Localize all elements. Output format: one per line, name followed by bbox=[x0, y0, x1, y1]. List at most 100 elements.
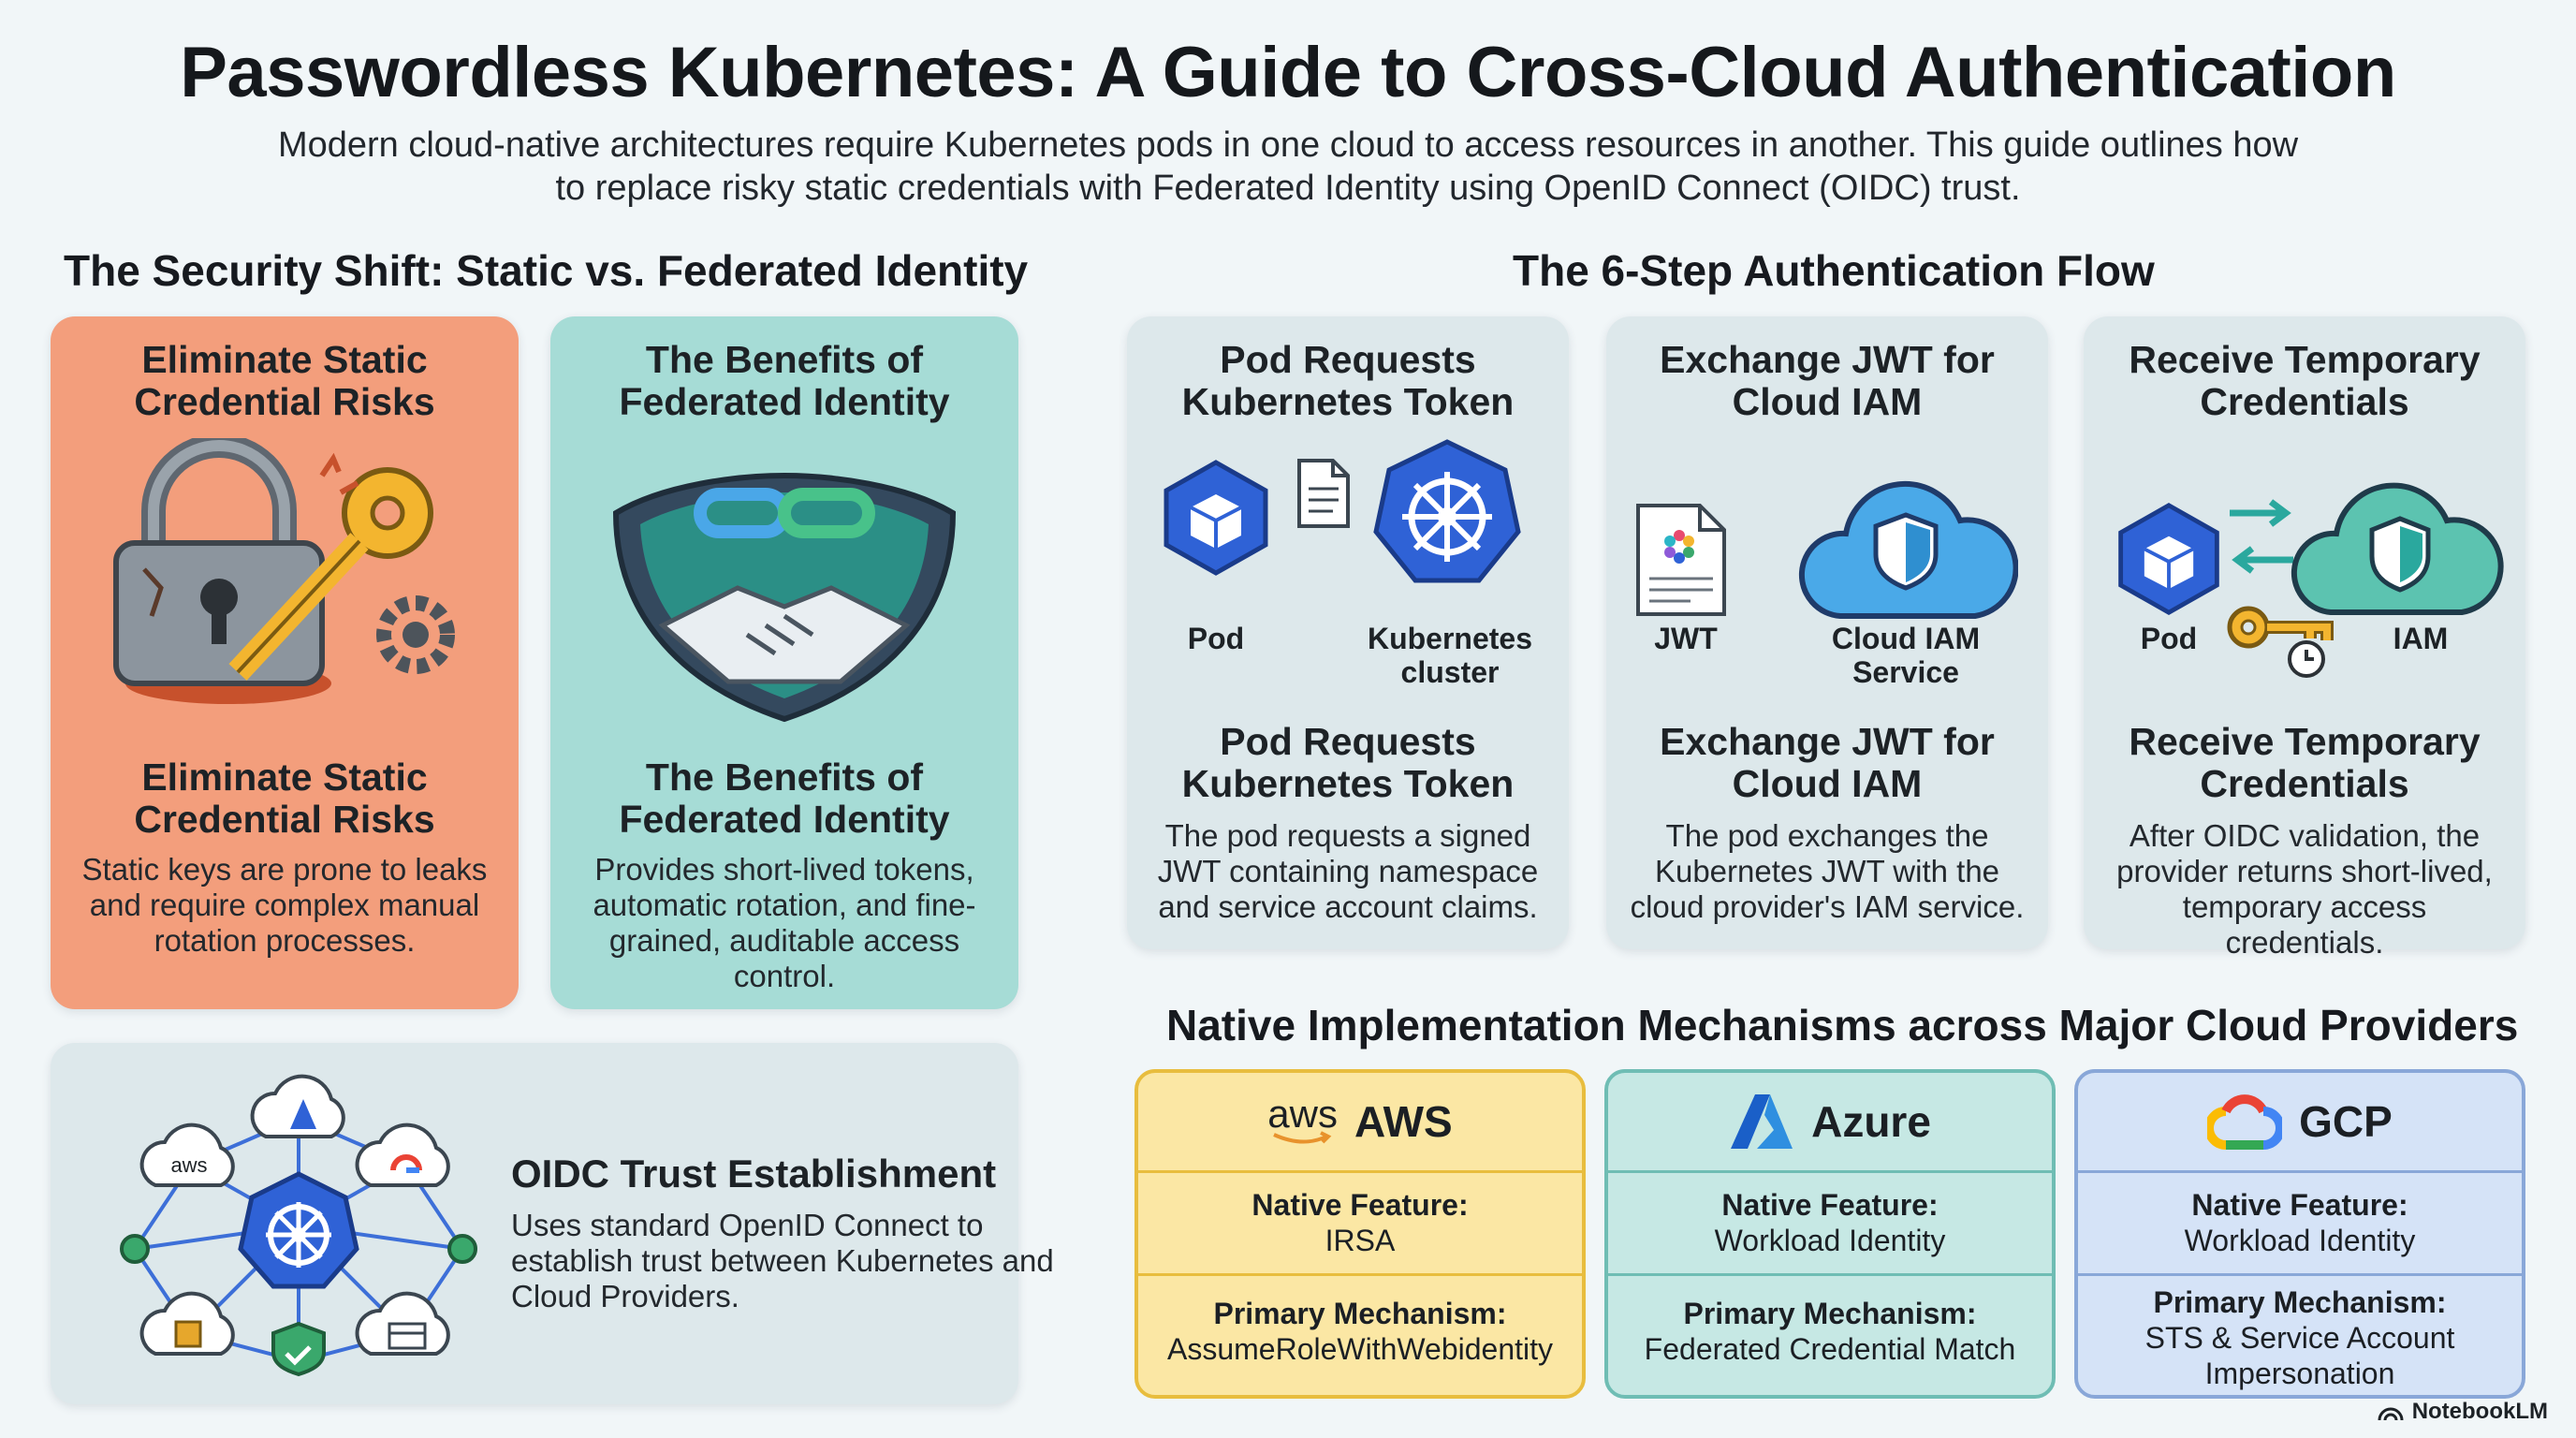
pod-icon bbox=[1164, 460, 1268, 576]
kubernetes-cluster-icon bbox=[1373, 439, 1521, 583]
step-2-title: Exchange JWT for Cloud IAM bbox=[1606, 339, 2048, 423]
azure-mechanism-label: Primary Mechanism: bbox=[1683, 1297, 1977, 1330]
azure-mechanism: Primary Mechanism: Federated Credential … bbox=[1608, 1296, 2052, 1367]
step-3-label-iam: IAM bbox=[2393, 622, 2449, 655]
federated-card-title-line2: Federated Identity bbox=[619, 380, 950, 423]
gcp-feature: Native Feature: Workload Identity bbox=[2078, 1187, 2522, 1258]
security-shift-heading: The Security Shift: Static vs. Federated… bbox=[64, 246, 1029, 295]
gcp-logo-icon bbox=[2207, 1094, 2283, 1150]
step-1-title: Pod Requests Kubernetes Token bbox=[1127, 339, 1569, 423]
step-3-title: Receive Temporary Credentials bbox=[2084, 339, 2525, 423]
providers-heading: Native Implementation Mechanisms across … bbox=[1166, 1001, 2519, 1049]
step-1-label-cluster: Kubernetes cluster bbox=[1361, 622, 1539, 689]
azure-name: Azure bbox=[1811, 1097, 1931, 1146]
federated-identity-card: The Benefits of Federated Identity The B… bbox=[550, 316, 1018, 1009]
aws-divider-1 bbox=[1138, 1170, 1582, 1173]
flow-step-1-card: Pod Requests Kubernetes Token Pod Kubern… bbox=[1127, 316, 1569, 949]
step-1-label-pod: Pod bbox=[1187, 622, 1245, 655]
aws-logo-icon: aws bbox=[1267, 1094, 1338, 1146]
gcp-mechanism: Primary Mechanism: STS & Service Account… bbox=[2078, 1284, 2522, 1391]
storage-cloud-icon bbox=[139, 1291, 235, 1356]
static-card-body-title-line2: Credential Risks bbox=[134, 798, 435, 841]
step-2-body-title-line2: Cloud IAM bbox=[1732, 762, 1923, 805]
oidc-aws-label: aws bbox=[170, 1153, 207, 1177]
provider-card-gcp: GCP Native Feature: Workload Identity Pr… bbox=[2074, 1069, 2525, 1399]
federated-card-body-title: The Benefits of Federated Identity bbox=[550, 756, 1018, 841]
gcp-feature-label: Native Feature: bbox=[2191, 1188, 2408, 1222]
azure-mechanism-value: Federated Credential Match bbox=[1644, 1332, 2016, 1366]
broken-lock-key-icon bbox=[113, 438, 455, 704]
gcp-divider-2 bbox=[2078, 1273, 2522, 1276]
aws-mechanism-label: Primary Mechanism: bbox=[1213, 1297, 1507, 1330]
oidc-card-title: OIDC Trust Establishment bbox=[511, 1152, 997, 1196]
step-2-label-iam-line2: Service bbox=[1852, 655, 1959, 689]
aws-feature-label: Native Feature: bbox=[1251, 1188, 1469, 1222]
step-3-body-title: Receive Temporary Credentials bbox=[2084, 721, 2525, 805]
step-2-label-iam: Cloud IAM Service bbox=[1812, 622, 1999, 689]
aws-cloud-icon: aws bbox=[139, 1123, 235, 1187]
subtitle-line-1: Modern cloud-native architectures requir… bbox=[277, 125, 2299, 165]
aws-mechanism: Primary Mechanism: AssumeRoleWithWebiden… bbox=[1138, 1296, 1582, 1367]
oidc-trust-card: aws bbox=[51, 1043, 1054, 1404]
pod-icon bbox=[2118, 503, 2219, 615]
gcp-mechanism-label: Primary Mechanism: bbox=[2153, 1285, 2447, 1319]
federated-card-title: The Benefits of Federated Identity bbox=[550, 339, 1018, 423]
azure-logo-icon bbox=[1731, 1094, 1793, 1149]
step-2-text: The pod exchanges the Kubernetes JWT wit… bbox=[1630, 818, 2025, 924]
static-card-body-title: Eliminate Static Credential Risks bbox=[51, 756, 519, 841]
static-card-title-line2: Credential Risks bbox=[134, 380, 435, 423]
static-credentials-card: Eliminate Static Credential Risks Elimin… bbox=[51, 316, 519, 1009]
notebooklm-logo-icon bbox=[2378, 1407, 2404, 1421]
brand-text: NotebookLM bbox=[2411, 1399, 2548, 1424]
static-card-title: Eliminate Static Credential Risks bbox=[51, 339, 519, 423]
azure-divider-2 bbox=[1608, 1273, 2052, 1276]
gcp-name: GCP bbox=[2299, 1097, 2393, 1146]
step-1-label-cluster-line2: cluster bbox=[1400, 655, 1500, 689]
step-2-label-iam-line1: Cloud IAM bbox=[1831, 622, 1981, 655]
gcp-cloud-icon bbox=[355, 1123, 450, 1187]
step-1-label-cluster-line1: Kubernetes bbox=[1367, 622, 1533, 655]
aws-feature: Native Feature: IRSA bbox=[1138, 1187, 1582, 1258]
key-clock-icon bbox=[2227, 606, 2334, 678]
step-2-body-title-line1: Exchange JWT for bbox=[1660, 720, 1995, 763]
aws-name: AWS bbox=[1354, 1097, 1453, 1146]
step-2-title-line1: Exchange JWT for bbox=[1660, 338, 1995, 381]
notebooklm-brand: NotebookLM bbox=[2377, 1399, 2548, 1425]
federated-card-body-title-line1: The Benefits of bbox=[645, 756, 924, 799]
aws-divider-2 bbox=[1138, 1273, 1582, 1276]
jwt-document-icon bbox=[1636, 504, 1726, 616]
federated-card-title-line1: The Benefits of bbox=[645, 338, 924, 381]
provider-card-aws: aws AWS Native Feature: IRSA Primary Mec… bbox=[1134, 1069, 1586, 1399]
step-1-text: The pod requests a signed JWT containing… bbox=[1157, 818, 1539, 924]
provider-card-azure: Azure Native Feature: Workload Identity … bbox=[1604, 1069, 2056, 1399]
oidc-card-text: Uses standard OpenID Connect to establis… bbox=[511, 1208, 1054, 1313]
kubernetes-hub-icon bbox=[238, 1171, 359, 1289]
page-subtitle: Modern cloud-native architectures requir… bbox=[187, 124, 2389, 210]
gcp-mechanism-value: STS & Service Account Impersonation bbox=[2144, 1321, 2455, 1390]
aws-header: aws AWS bbox=[1138, 1073, 1582, 1170]
step-3-title-line2: Credentials bbox=[2200, 380, 2409, 423]
flow-step-2-card: Exchange JWT for Cloud IAM JWT Cloud IAM… bbox=[1606, 316, 2048, 949]
federated-card-text: Provides short-lived tokens, automatic r… bbox=[593, 852, 976, 993]
cloud-iam-icon bbox=[1798, 480, 2018, 619]
shield-handshake-icon bbox=[612, 472, 957, 723]
step-2-label-jwt: JWT bbox=[1654, 622, 1718, 655]
federated-card-body-title-line2: Federated Identity bbox=[619, 798, 950, 841]
server-cloud-icon bbox=[355, 1291, 450, 1356]
azure-divider-1 bbox=[1608, 1170, 2052, 1173]
step-3-text: After OIDC validation, the provider retu… bbox=[2116, 818, 2493, 960]
step-3-title-line1: Receive Temporary bbox=[2129, 338, 2481, 381]
shield-check-icon bbox=[271, 1321, 326, 1377]
step-3-label-pod: Pod bbox=[2140, 622, 2198, 655]
static-card-text: Static keys are prone to leaks and requi… bbox=[81, 852, 488, 958]
static-card-title-line1: Eliminate Static bbox=[141, 338, 428, 381]
static-card-body-title-line1: Eliminate Static bbox=[141, 756, 428, 799]
step-1-body-title-line1: Pod Requests bbox=[1220, 720, 1476, 763]
azure-header: Azure bbox=[1608, 1073, 2052, 1170]
flow-heading: The 6-Step Authentication Flow bbox=[1513, 246, 2155, 295]
step-3-body-title-line1: Receive Temporary bbox=[2129, 720, 2481, 763]
oidc-network-diagram: aws bbox=[120, 1074, 477, 1377]
document-icon bbox=[1297, 459, 1350, 528]
azure-cloud-icon bbox=[250, 1074, 345, 1138]
step-1-body-title: Pod Requests Kubernetes Token bbox=[1127, 721, 1569, 805]
